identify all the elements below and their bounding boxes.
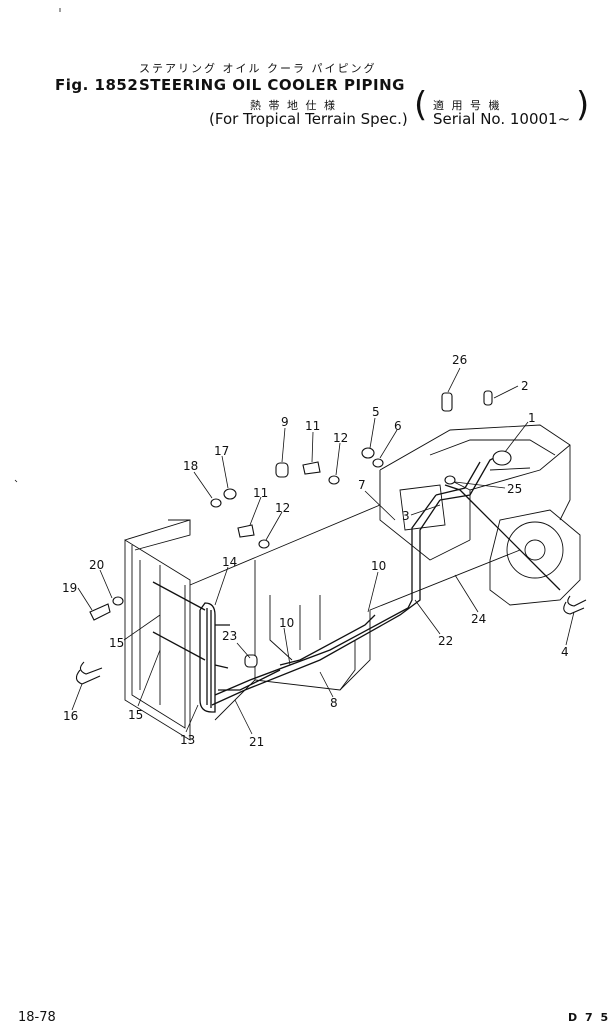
callout-26: 26 <box>452 353 467 367</box>
page-number: 18-78 <box>18 1010 56 1025</box>
title-japanese: ステアリング オイル クーラ パイピング <box>139 62 377 75</box>
fittings <box>75 390 587 685</box>
callout-16: 16 <box>63 709 78 723</box>
figure-number: Fig. 1852 <box>55 76 139 94</box>
callout-7: 7 <box>358 478 366 492</box>
callout-6: 6 <box>394 419 402 433</box>
callout-18: 18 <box>183 459 198 473</box>
callout-4: 4 <box>561 645 569 659</box>
callout-5: 5 <box>372 405 380 419</box>
spec-japanese: 熱 帯 地 仕 様 <box>250 99 337 112</box>
callout-8: 8 <box>330 696 338 710</box>
main-frame <box>189 470 521 721</box>
callout-12-upper: 12 <box>333 431 348 445</box>
callout-21: 21 <box>249 735 264 749</box>
steering-case <box>379 424 581 606</box>
page-title: STEERING OIL COOLER PIPING <box>139 76 405 94</box>
callout-23: 23 <box>222 629 237 643</box>
callout-13: 13 <box>180 733 195 747</box>
callout-3: 3 <box>402 509 410 523</box>
callout-14: 14 <box>222 555 237 569</box>
callout-1: 1 <box>528 411 536 425</box>
scan-marks <box>14 8 61 483</box>
radiator-guard-frame <box>124 519 191 741</box>
model-code: D 7 5 <box>568 1011 611 1024</box>
serial-label: Serial No. 10001~ <box>433 110 571 128</box>
callout-17: 17 <box>214 444 229 458</box>
spec-label: (For Tropical Terrain Spec.) <box>209 110 408 128</box>
callout-19: 19 <box>62 581 77 595</box>
callout-numbers: 26 2 1 9 11 12 5 6 17 18 11 12 7 25 3 20… <box>62 353 569 749</box>
callout-15-upper: 15 <box>109 636 124 650</box>
callout-20: 20 <box>89 558 104 572</box>
callout-2: 2 <box>521 379 529 393</box>
serial-close-paren: ) <box>576 85 590 125</box>
serial-japanese: 適 用 号 機 <box>433 99 502 112</box>
serial-open-paren: ( <box>414 85 428 125</box>
callout-22: 22 <box>438 634 453 648</box>
callout-24: 24 <box>471 612 486 626</box>
callout-10-right: 10 <box>371 559 386 573</box>
callout-10-left: 10 <box>279 616 294 630</box>
callout-15-lower: 15 <box>128 708 143 722</box>
leader-lines <box>71 367 575 735</box>
callout-11-upper: 11 <box>305 419 320 433</box>
callout-12-lower: 12 <box>275 501 290 515</box>
callout-25: 25 <box>507 482 522 496</box>
callout-11-lower: 11 <box>253 486 268 500</box>
callout-9: 9 <box>281 415 289 429</box>
